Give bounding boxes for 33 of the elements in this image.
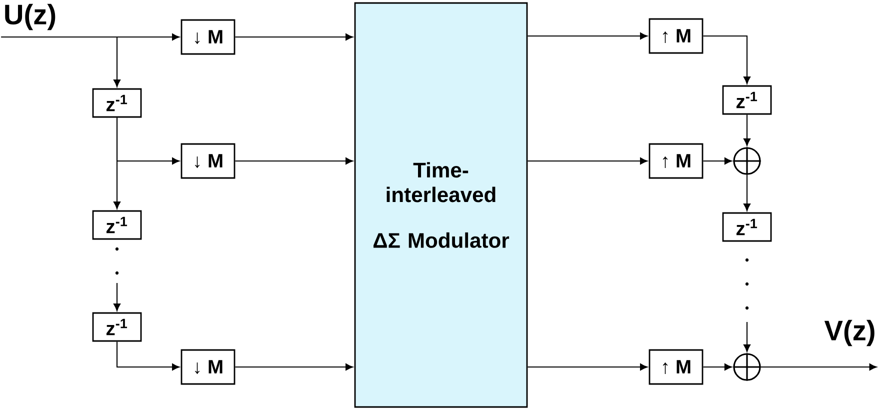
rate-converter-box: ↓ M bbox=[180, 143, 236, 179]
delay-box: z$^{-1}$ bbox=[92, 88, 142, 118]
summing-junction bbox=[732, 352, 762, 382]
arrow bbox=[703, 35, 750, 84]
arrow bbox=[235, 364, 353, 370]
arrow bbox=[744, 114, 750, 146]
arrow bbox=[114, 118, 120, 209]
modulator-box: Time-interleaved ΔΣ Modulator bbox=[354, 2, 528, 408]
arrow bbox=[528, 32, 648, 40]
delay-box: z$^{-1}$ bbox=[92, 312, 142, 342]
delay-box: z$^{-1}$ bbox=[92, 210, 142, 240]
rate-converter-box: ↑ M bbox=[648, 349, 704, 385]
rate-converter-box: ↓ M bbox=[180, 19, 236, 55]
arrow bbox=[235, 158, 353, 164]
arrow bbox=[235, 34, 353, 40]
rate-converter-box: ↓ M bbox=[180, 349, 236, 385]
arrow bbox=[116, 342, 180, 370]
arrow bbox=[703, 364, 732, 370]
delay-box: z$^{-1}$ bbox=[722, 212, 772, 242]
arrow bbox=[528, 364, 648, 370]
arrow bbox=[744, 322, 750, 352]
arrow bbox=[703, 158, 732, 164]
signal-label: U(z) bbox=[5, 4, 56, 30]
signal-label: V(z) bbox=[824, 320, 874, 346]
delay-box: z$^{-1}$ bbox=[722, 85, 772, 115]
arrow bbox=[760, 364, 877, 370]
arrow bbox=[1, 36, 120, 87]
arrow bbox=[744, 174, 750, 211]
arrow bbox=[528, 158, 648, 164]
summing-junction bbox=[732, 146, 762, 176]
rate-converter-box: ↑ M bbox=[648, 143, 704, 179]
rate-converter-box: ↑ M bbox=[648, 18, 704, 54]
arrow bbox=[114, 283, 120, 311]
